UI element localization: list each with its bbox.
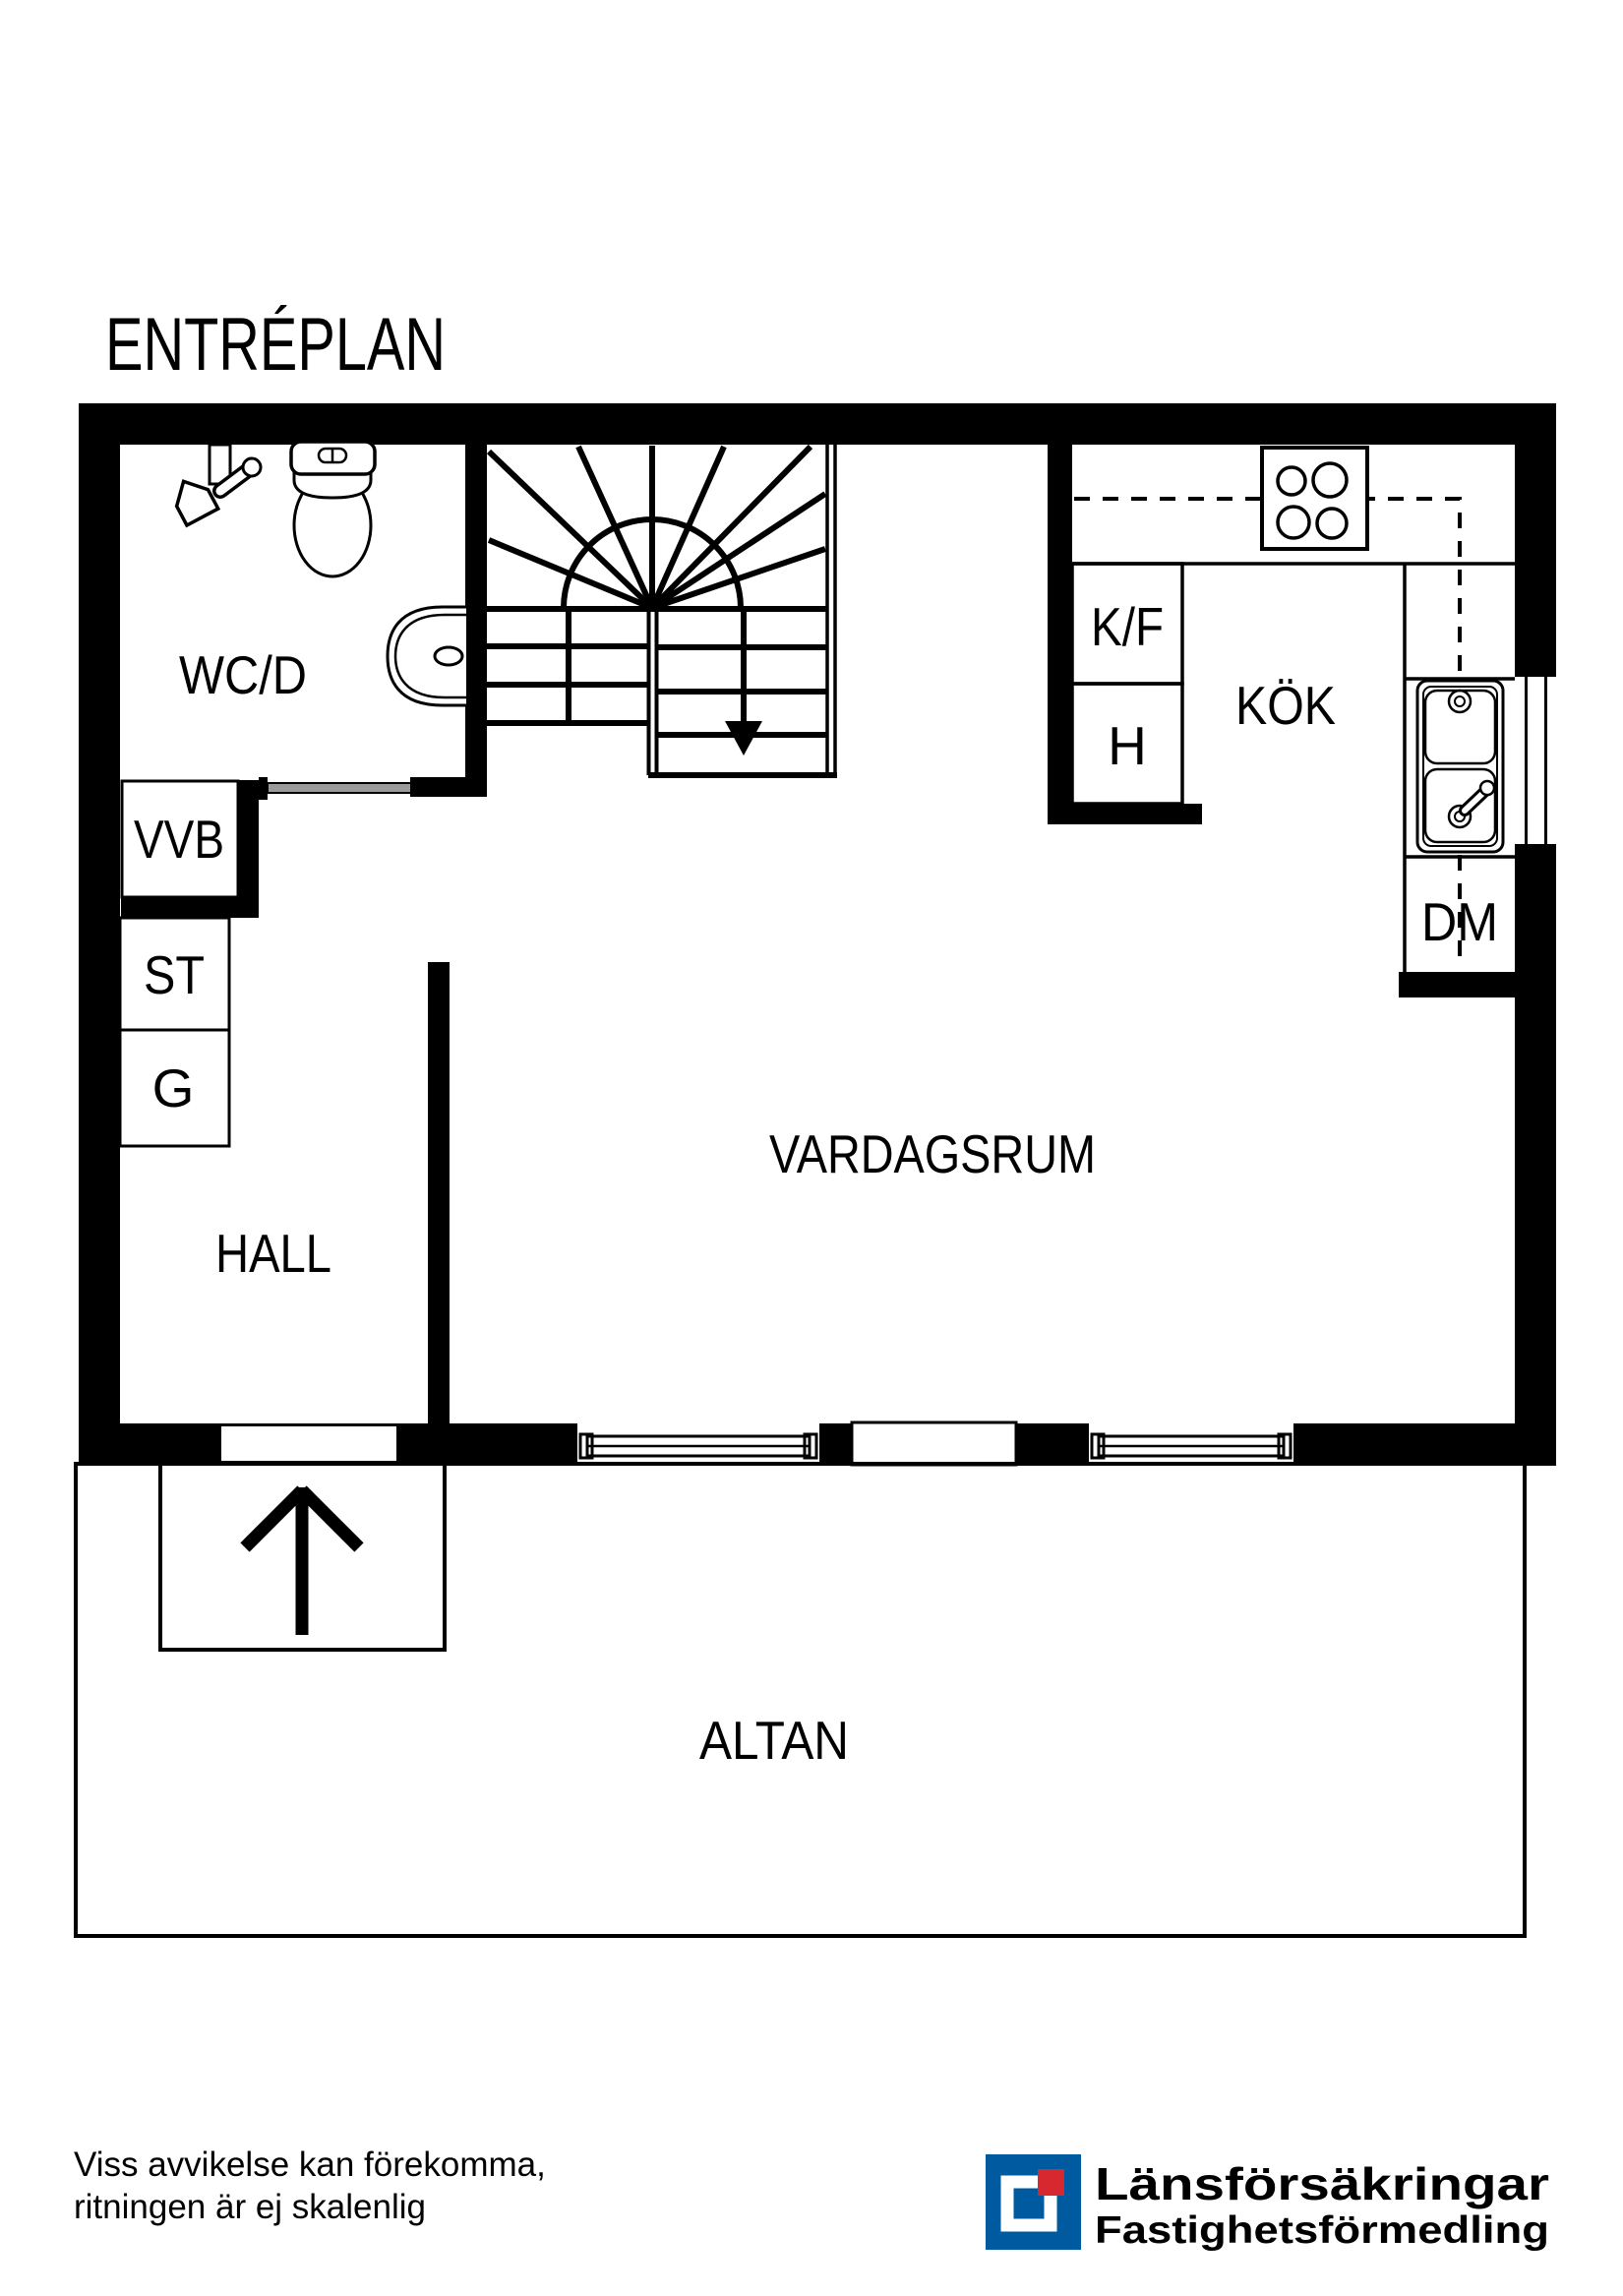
entrance-arrow-icon [240,1485,364,1635]
stove-icon [1260,446,1369,551]
room-label-altan: ALTAN [699,1710,849,1771]
disclaimer-line-1: Viss avvikelse kan förekomma, [74,2145,546,2184]
sink-icon [1415,679,1505,854]
footer-disclaimer: Viss avvikelse kan förekomma, ritningen … [74,2145,546,2226]
entry-platform [158,1466,447,1652]
room-label-wcd: WC/D [179,644,307,705]
disclaimer-line-2: ritningen är ej skalenlig [74,2188,426,2226]
room-label-vvb: VVB [134,809,224,870]
walls [79,403,1556,1466]
window-icon [1513,673,1558,848]
page-title: ENTRÉPLAN [105,303,446,387]
door-openings [221,782,1018,1467]
room-label-kf: K/F [1091,596,1164,657]
room-label-kok: KÖK [1235,675,1336,736]
room-label-hall: HALL [215,1223,331,1284]
closet-boxes [118,779,240,1148]
kitchen-fittings [1070,446,1515,972]
windows [577,673,1558,1466]
stairs-down-arrow-icon [725,608,762,755]
room-label-st: ST [144,944,205,1005]
altan-terrace [74,1462,1527,1938]
toilet-icon [289,440,377,578]
logo-text-line-1: Länsförsäkringar [1095,2158,1549,2209]
staircase [486,444,837,778]
logo-text-line-2: Fastighetsförmedling [1095,2209,1549,2252]
altan-door [850,1420,1018,1467]
window-icon [577,1423,819,1466]
logo-mark-icon [986,2154,1081,2250]
shower-mixer-icon [174,443,263,528]
room-labels: WC/D VVB ST G HALL VARDAGSRUM KÖK K/F H … [134,596,1498,1771]
brand-logo: Länsförsäkringar Fastighetsförmedling [986,2154,1549,2252]
room-label-vardagsrum: VARDAGSRUM [769,1123,1096,1184]
room-label-g: G [152,1057,195,1118]
washbasin-icon [386,605,466,707]
entrance-opening [221,1423,396,1466]
room-label-h: H [1108,715,1147,776]
wcd-door-sill [267,782,412,794]
room-label-dm: DM [1421,891,1498,952]
window-icon [1089,1423,1293,1466]
